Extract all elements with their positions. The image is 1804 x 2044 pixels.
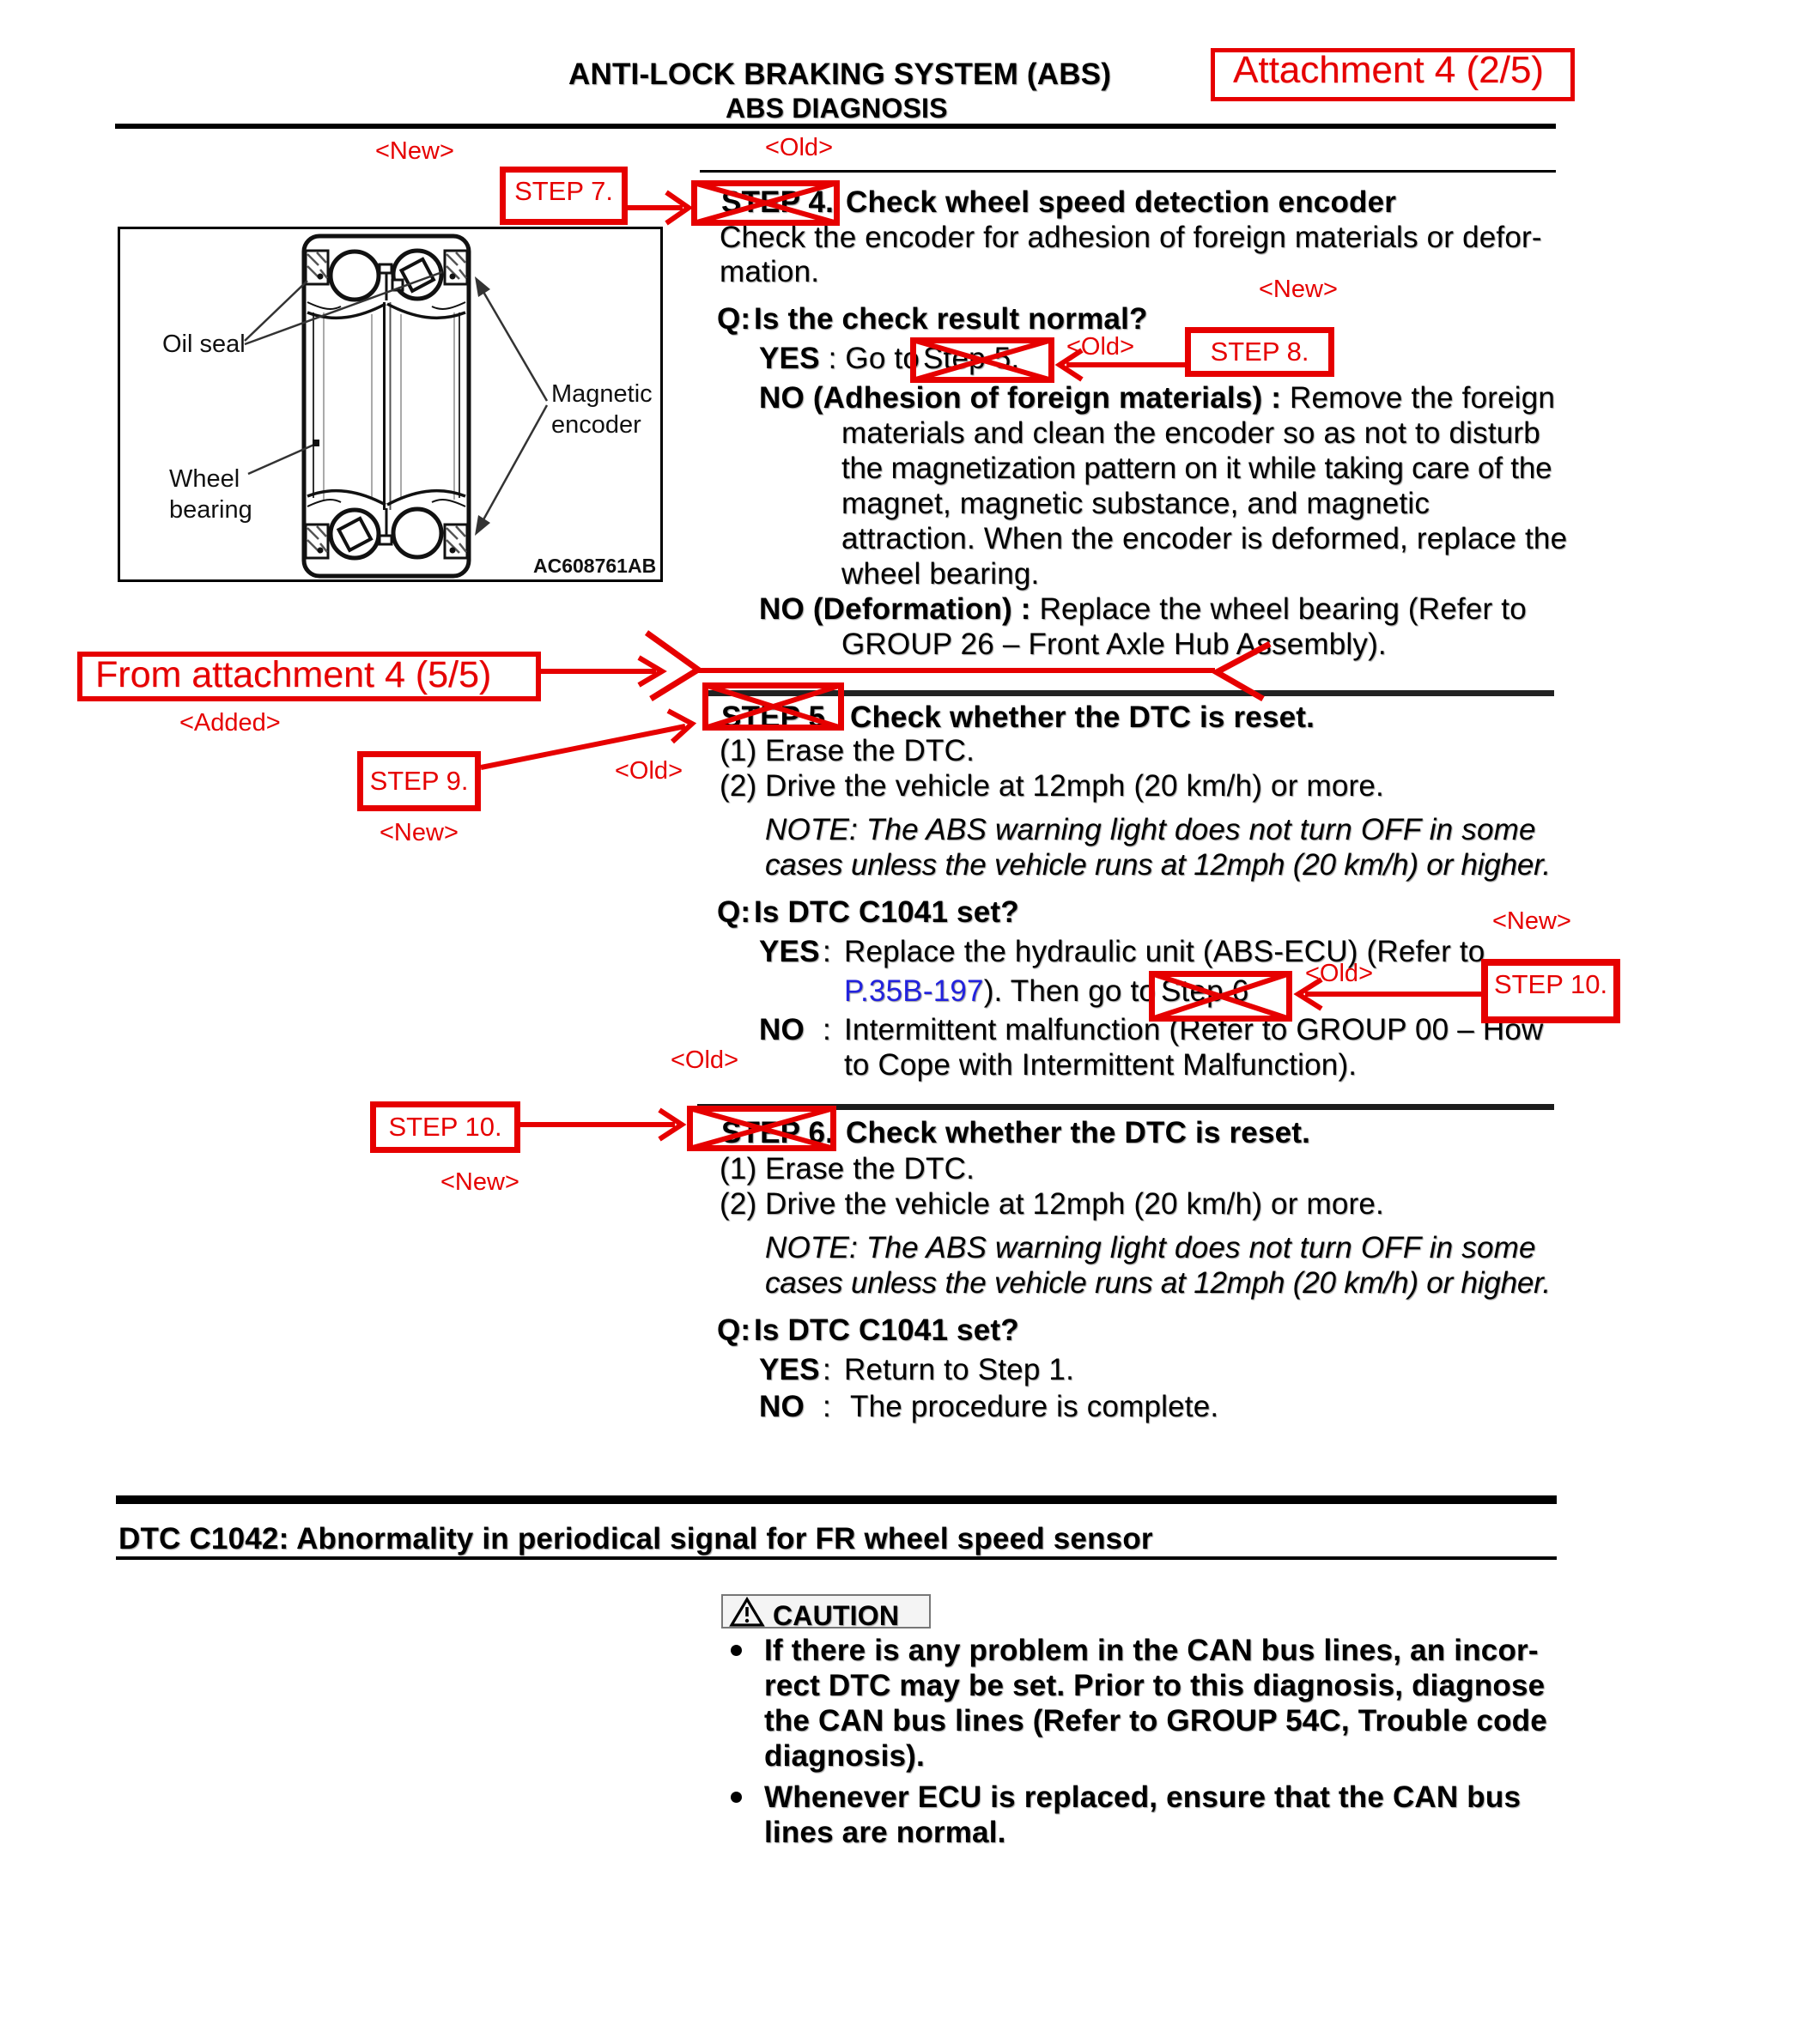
svg-text:Oil seal: Oil seal <box>162 331 246 358</box>
svg-text:Wheel: Wheel <box>169 465 240 493</box>
svg-text:encoder: encoder <box>551 411 641 439</box>
svg-text:Magnetic: Magnetic <box>551 380 653 408</box>
svg-text:bearing: bearing <box>169 496 252 524</box>
svg-text:AC608761AB: AC608761AB <box>533 555 656 577</box>
